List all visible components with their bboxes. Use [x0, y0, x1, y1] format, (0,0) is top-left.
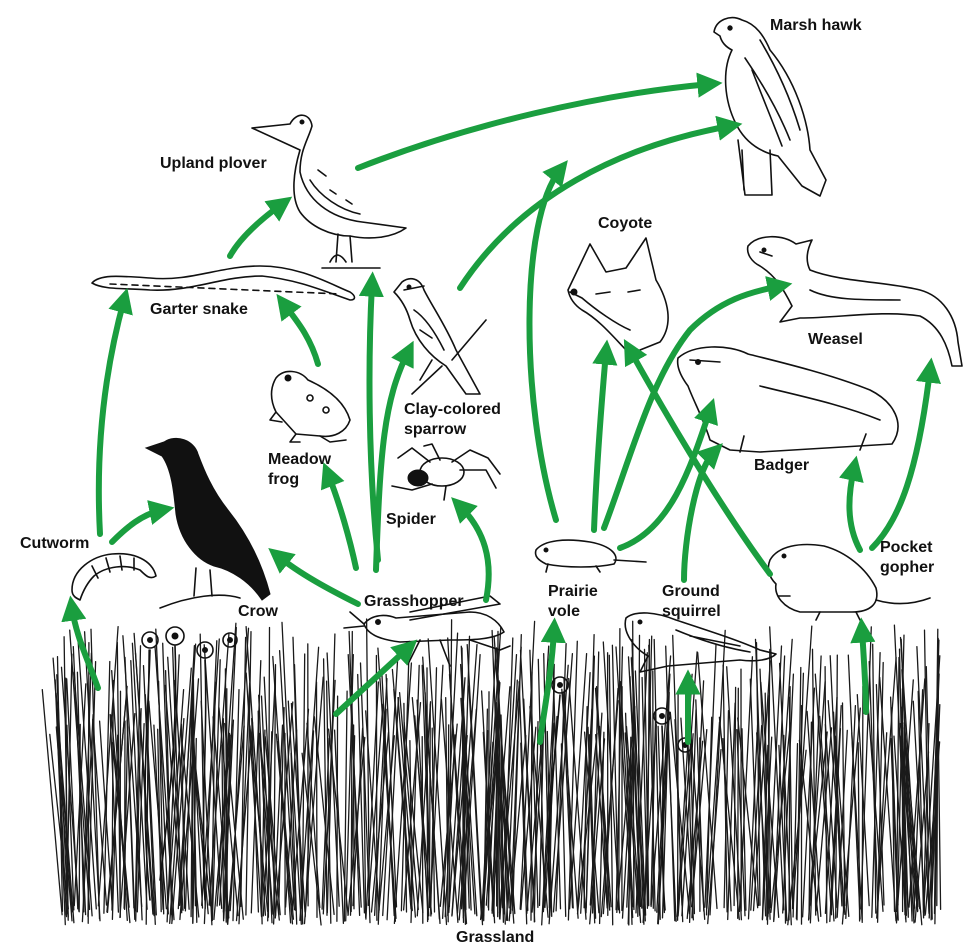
grass-blade	[100, 721, 113, 909]
arrow-grasshopper-to-sparrow	[376, 352, 408, 570]
grass-blade	[448, 725, 449, 916]
label-pocket-gopher-line1: Pocket	[880, 539, 933, 556]
arrow-prairie-vole-to-marsh-hawk	[529, 170, 560, 520]
label-grassland: Grassland	[456, 929, 534, 946]
grass-blade	[463, 655, 480, 918]
grass-blade	[862, 687, 863, 923]
arrow-pocket-gopher-to-badger	[849, 468, 860, 550]
grass-blade	[578, 673, 591, 906]
coyote-illustration	[568, 238, 668, 354]
grass-blade	[738, 688, 739, 918]
garter-snake-illustration	[92, 266, 355, 300]
label-badger: Badger	[754, 457, 809, 474]
grass-blade	[237, 723, 253, 921]
label-marsh-hawk: Marsh hawk	[770, 17, 862, 34]
grass-blade	[612, 645, 618, 909]
arrow-upland-plover-to-marsh-hawk	[358, 84, 710, 168]
grass-blade	[678, 693, 679, 920]
arrow-grasshopper-to-crow	[278, 556, 358, 604]
label-crow: Crow	[238, 603, 279, 620]
label-clay-colored-sparrow-line1: Clay-colored	[404, 401, 501, 418]
grass-blade	[765, 693, 767, 920]
badger-illustration	[678, 347, 898, 452]
cutworm-illustration	[72, 554, 156, 600]
grass-blade	[317, 682, 318, 917]
grass-blade	[793, 626, 812, 908]
label-grasshopper: Grasshopper	[364, 593, 464, 610]
label-upland-plover: Upland plover	[160, 155, 267, 172]
arrow-prairie-vole-to-weasel	[604, 286, 780, 528]
label-ground-squirrel-line1: Ground	[662, 583, 720, 600]
clay-colored-sparrow-illustration	[394, 279, 486, 394]
marsh-hawk-illustration	[714, 18, 826, 196]
grassland-illustration	[42, 619, 940, 925]
arrow-prairie-vole-to-badger	[620, 410, 710, 548]
meadow-frog-illustration	[270, 371, 350, 442]
ground-squirrel-illustration	[625, 613, 776, 672]
label-prairie-vole-line1: Prairie	[548, 583, 598, 600]
arrow-pocket-gopher-to-coyote	[630, 350, 770, 574]
arrow-grasshopper-to-meadow-frog	[328, 474, 356, 568]
label-weasel: Weasel	[808, 331, 863, 348]
grass-blade	[836, 655, 838, 918]
label-cutworm: Cutworm	[20, 535, 89, 552]
arrow-sparrow-to-marsh-hawk	[460, 126, 730, 288]
arrow-prairie-vole-to-coyote	[594, 352, 606, 530]
arrow-meadow-frog-to-garter-snake	[284, 304, 318, 364]
label-garter-snake: Garter snake	[150, 301, 248, 318]
crow-illustration	[146, 438, 270, 608]
arrow-grasshopper-to-spider	[460, 506, 489, 600]
label-pocket-gopher-line2: gopher	[880, 559, 934, 576]
spider-illustration	[392, 444, 500, 500]
label-prairie-vole-line2: vole	[548, 603, 580, 620]
upland-plover-illustration	[252, 115, 406, 268]
label-clay-colored-sparrow-line2: sparrow	[404, 421, 467, 438]
label-coyote: Coyote	[598, 215, 652, 232]
arrow-garter-snake-to-upland-plover	[230, 204, 282, 256]
arrow-grassland-to-grasshopper	[336, 648, 408, 714]
label-ground-squirrel-line2: squirrel	[662, 603, 721, 620]
grass-blade	[376, 656, 377, 921]
grass-blade	[422, 737, 423, 924]
label-meadow-frog-line2: frog	[268, 471, 299, 488]
label-meadow-frog-line1: Meadow	[268, 451, 332, 468]
arrow-cutworm-to-crow	[112, 510, 162, 542]
grass-blade	[88, 643, 89, 924]
arrow-grassland-to-cutworm	[72, 608, 98, 688]
arrow-cutworm-to-garter-snake	[99, 300, 124, 534]
label-spider: Spider	[386, 511, 436, 528]
arrow-grasshopper-to-upland-plover	[370, 284, 378, 560]
